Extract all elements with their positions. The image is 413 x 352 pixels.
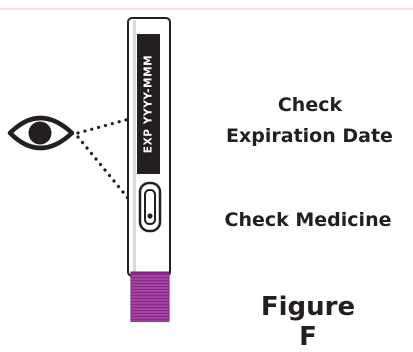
- auto-injector-diagram: EXP YYYY-MMM: [0, 0, 413, 322]
- figure-caption: Figure F: [248, 292, 368, 352]
- expiration-label-band: EXP YYYY-MMM: [137, 34, 160, 174]
- expiration-date-label: Expiration Date: [206, 125, 413, 147]
- medicine-window: [140, 183, 160, 231]
- sightline-to-label: [78, 118, 133, 133]
- check-label: Check: [262, 94, 358, 116]
- check-medicine-label: Check Medicine: [203, 209, 413, 231]
- needle-cap: [131, 272, 169, 322]
- expiration-label-text: EXP YYYY-MMM: [143, 55, 155, 153]
- eye-icon: [10, 118, 72, 148]
